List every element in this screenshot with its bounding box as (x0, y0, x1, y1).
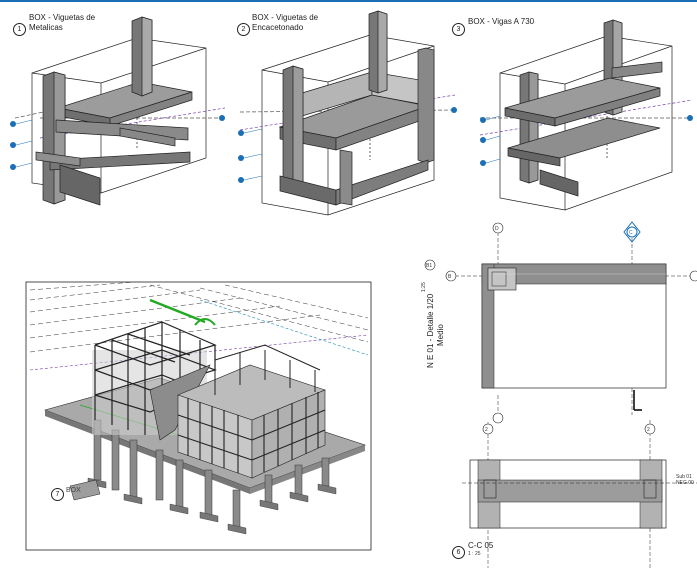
section-view-scale: 1 : 25 (468, 551, 481, 557)
plan-vertical-title: N E 01 - Detalle 1/20 (426, 294, 435, 368)
plan-title-line1: N E 01 - Detalle 1/20 (426, 293, 435, 368)
view-2-drawing (239, 10, 456, 216)
grid-bubble-top-b: C (629, 230, 633, 236)
view-1-title-line2: Metalicas (29, 23, 63, 32)
plan-view-drawing (424, 221, 697, 568)
view-3-number: 3 (452, 23, 465, 36)
section-view-drawing (462, 459, 697, 529)
plan-title-line2: Medio (436, 324, 445, 346)
view-1-level-tags (10, 115, 225, 170)
section-side-note-2: NEG 00 (676, 480, 694, 486)
view-2-number: 2 (237, 23, 250, 36)
view-2-title-line1: BOX - Viguetas de (252, 13, 319, 22)
view-3-drawing (479, 19, 693, 211)
view-7-title: BOX (66, 487, 81, 494)
grid-bubble-row: B (448, 274, 452, 280)
plan-scale: 1:25 (421, 282, 427, 292)
view-2-level-tags (238, 107, 457, 183)
section-grid-a: 2 (485, 427, 488, 433)
section-side-note-1: Sub 01 (676, 474, 692, 480)
view-7-drawing (25, 281, 372, 551)
section-view-number: 6 (452, 546, 465, 559)
sheet-top-border (0, 0, 697, 2)
section-grid-b: 2 (647, 427, 650, 433)
view-2-title-line2: Encacetonado (252, 23, 304, 32)
section-view-title: C-C 05 (468, 541, 494, 550)
grid-bubble-left: B1 (426, 263, 433, 269)
view-1-drawing (14, 16, 226, 206)
view-1-number: 1 (13, 23, 26, 36)
view-3-title-line1: BOX - Vigas A 730 (468, 17, 535, 26)
grid-bubble-top-a: D (495, 226, 499, 232)
view-7-number: 7 (51, 488, 64, 501)
view-3-level-tags (480, 115, 693, 166)
view-1-title-line1: BOX - Viguetas de (29, 13, 96, 22)
plan-vertical-title-2: Medio (436, 324, 445, 346)
